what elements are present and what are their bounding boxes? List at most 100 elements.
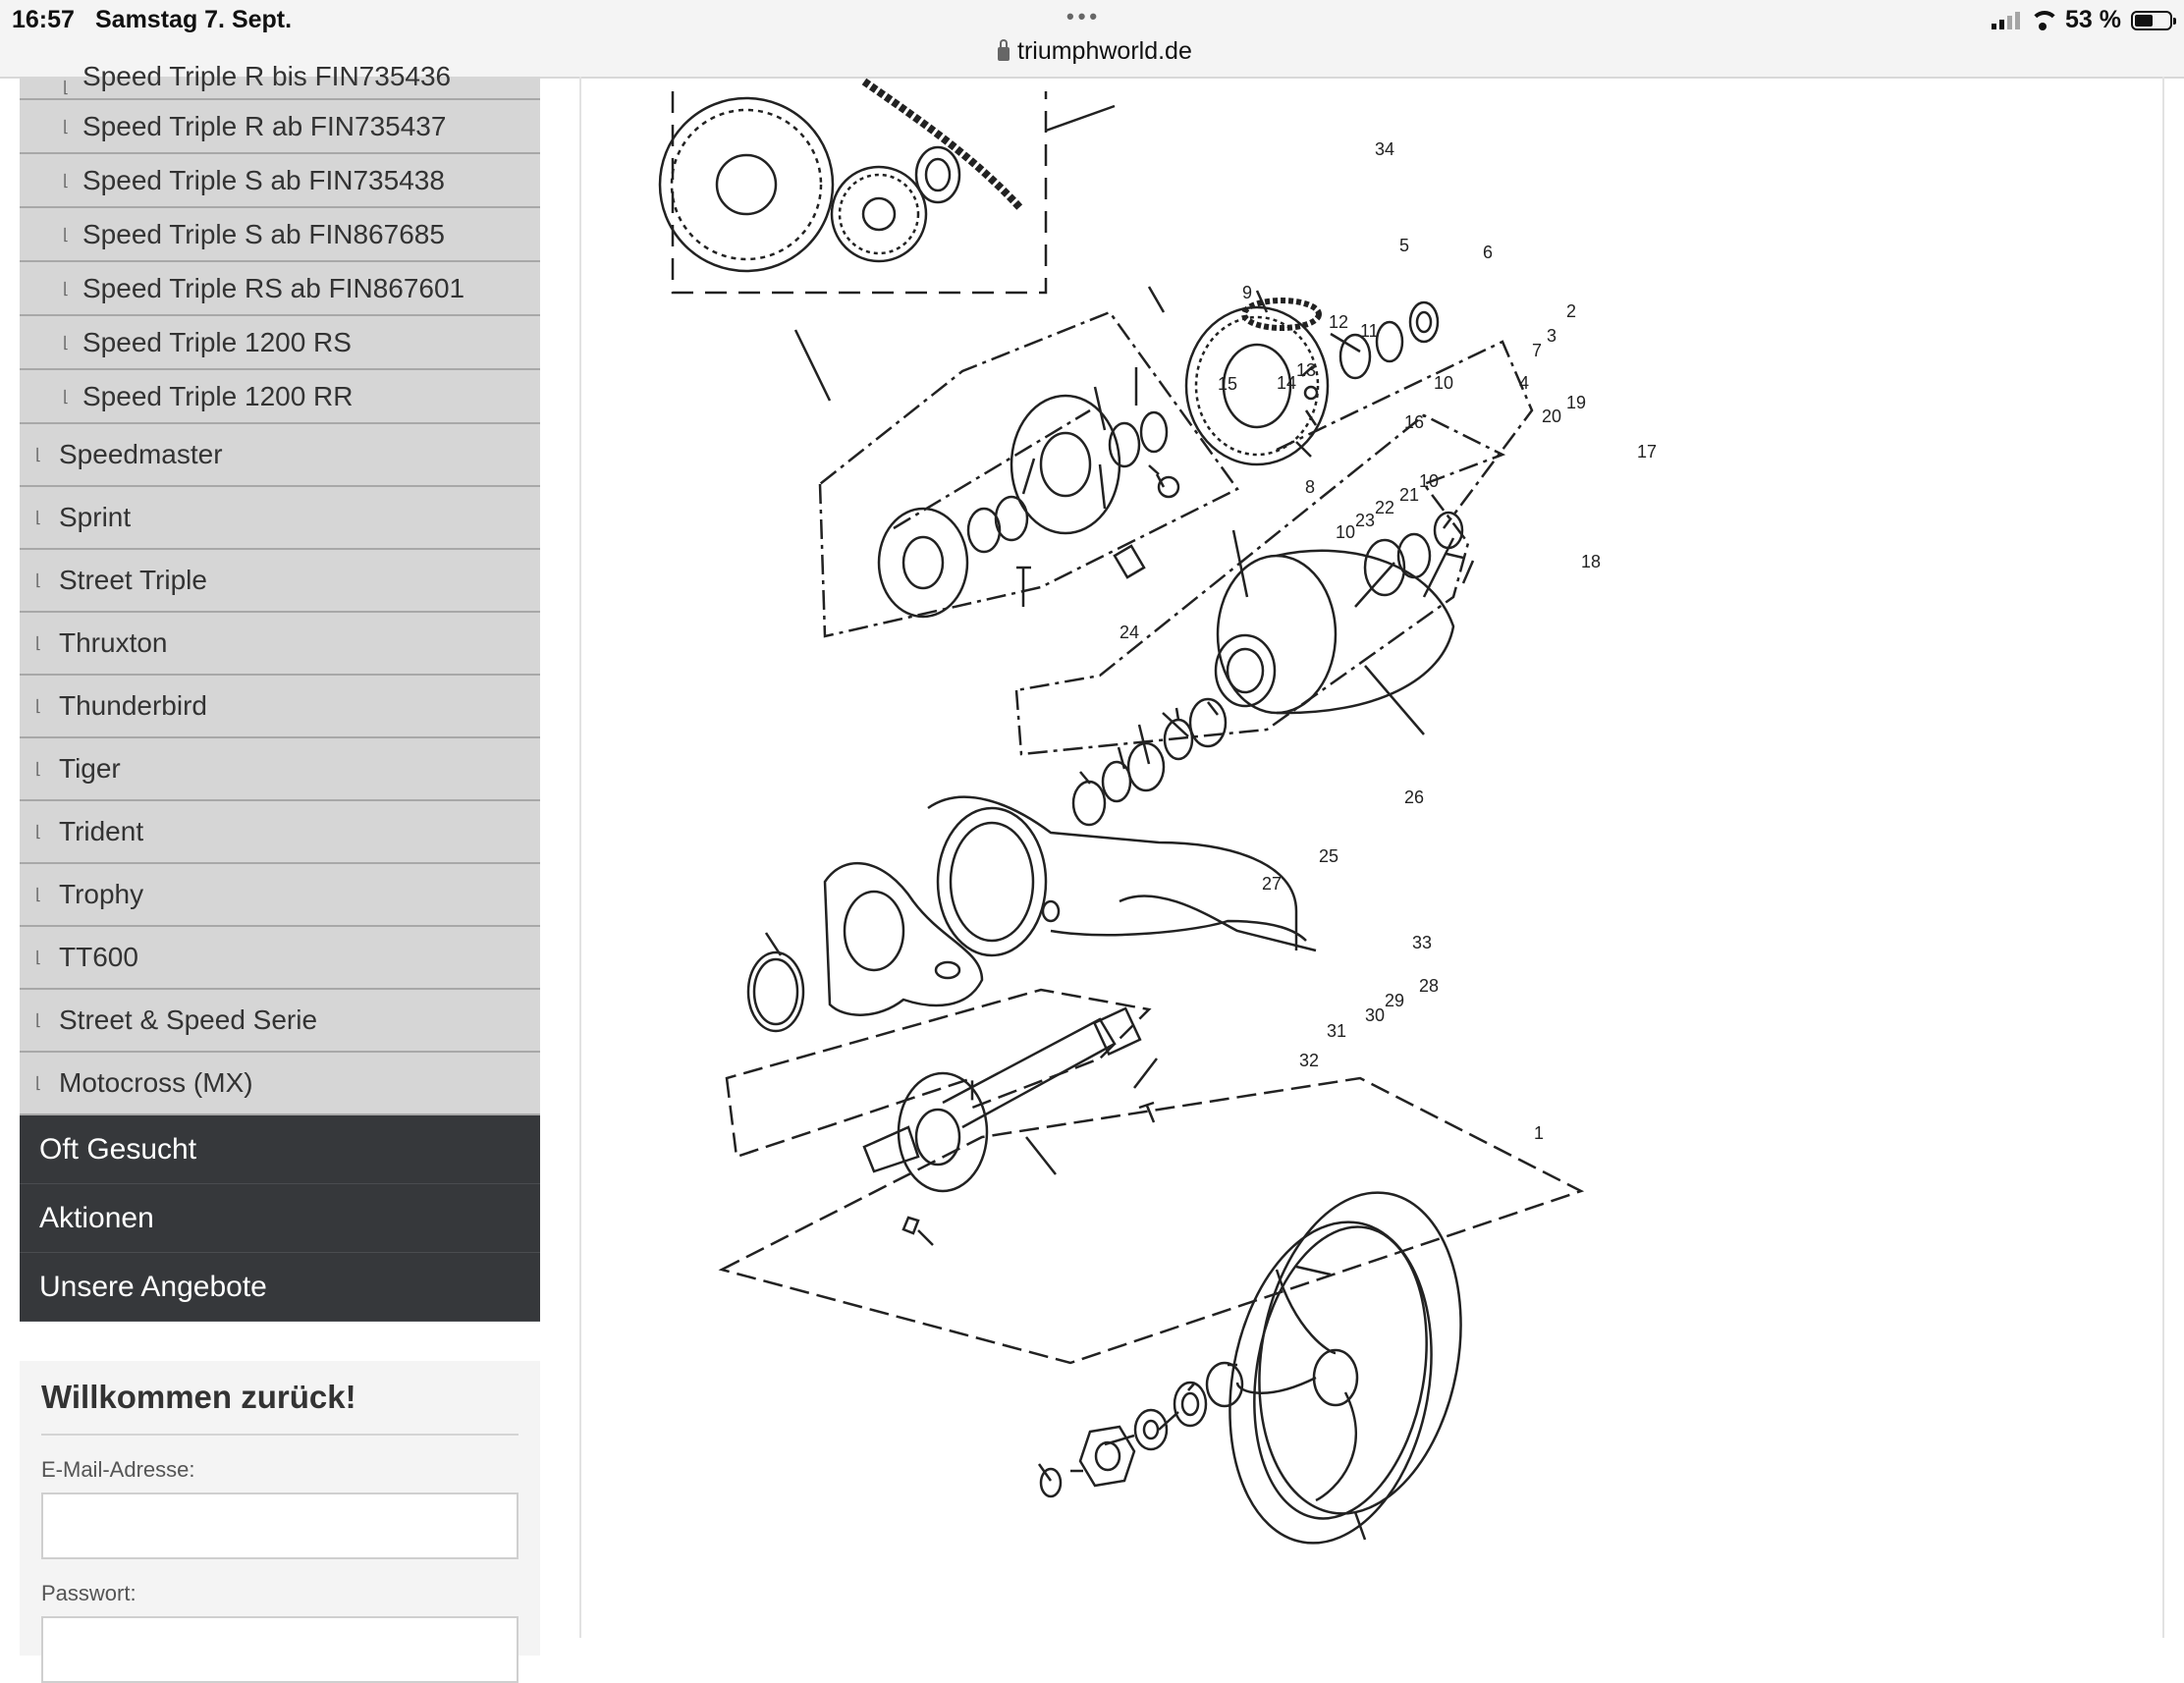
category-item[interactable]: ⌊ Thruxton [20,613,540,676]
special-menu-item[interactable]: Unsere Angebote [20,1253,540,1322]
address-bar[interactable]: triumphworld.de [998,37,1192,66]
content-right-border [2162,77,2164,1638]
part-number-label: 7 [1532,341,1542,360]
part-number-label: 2 [1566,301,1576,321]
date: Samstag 7. Sept. [95,6,293,33]
part-number-label: 10 [1434,373,1453,393]
login-title: Willkommen zurück! [41,1379,519,1436]
sub-category-item[interactable]: ⌊ Speed Triple 1200 RS [20,316,540,370]
category-item[interactable]: ⌊Trident [20,801,540,864]
category-item[interactable]: ⌊Sprint [20,487,540,550]
part-number-label: 15 [1218,374,1237,394]
more-dots-icon[interactable]: ••• [1066,4,1102,28]
sub-category-label: Speed Triple RS ab FIN867601 [82,272,465,303]
category-label: Sprint [59,502,132,532]
signal-icon [1992,11,2021,29]
tree-branch-icon: ⌊ [63,388,70,406]
part-number-label: 23 [1355,511,1375,530]
part-number-label: 10 [1336,522,1355,542]
login-box: Willkommen zurück! E-Mail-Adresse: Passw… [20,1361,540,1683]
part-number-label: 29 [1385,991,1404,1010]
category-label: Thunderbird [59,690,207,721]
tree-branch-icon: ⌊ [63,334,70,352]
password-label: Passwort: [41,1581,136,1605]
tree-branch-icon: ⌊ [35,950,42,966]
part-number-label: 26 [1404,787,1424,807]
category-item[interactable]: ⌊ Street & Speed Serie [20,990,540,1053]
category-item[interactable]: ⌊ Trophy [20,864,540,927]
category-label: Motocross (MX) [59,1067,253,1098]
part-number-label: 11 [1360,321,1379,341]
tree-branch-icon: ⌊ [35,447,42,463]
part-number-label: 17 [1637,442,1657,461]
lock-icon [998,38,1010,61]
tree-branch-icon: ⌊ [35,824,42,841]
sub-category-label: Speed Triple R bis FIN735436 [82,61,452,91]
email-field[interactable] [41,1493,519,1559]
part-number-label: 16 [1404,412,1424,432]
part-number-label: 3 [1547,326,1556,346]
part-number-label: 25 [1319,846,1338,866]
part-number-label: 5 [1399,236,1409,255]
part-number-label: 30 [1365,1005,1385,1025]
tree-branch-icon: ⌊ [35,761,42,778]
part-number-label: 4 [1519,373,1529,393]
sub-category-item[interactable]: ⌊Speed Triple S ab FIN735438 [20,154,540,208]
url-text: triumphworld.de [1017,37,1192,65]
category-label: Trophy [59,879,144,909]
exploded-view-drawing: 3456237491211101514131682019171021222310… [658,78,1657,1545]
part-number-label: 6 [1483,243,1493,262]
tree-branch-icon: ⌊ [35,698,42,715]
part-number-label: 34 [1375,139,1394,159]
category-item[interactable]: ⌊ Street Triple [20,550,540,613]
sub-category-item[interactable]: ⌊ Speed Triple S ab FIN867685 [20,208,540,262]
part-number-label: 31 [1327,1021,1346,1041]
status-indicators: 53 % [1992,6,2176,34]
battery-icon [2131,10,2176,30]
sub-category-label: Speed Triple S ab FIN735438 [82,164,445,195]
category-label: Tiger [59,753,121,784]
category-list: ⌊Speedmaster⌊Sprint⌊Street Triple⌊Thruxt… [20,424,540,1115]
category-label: TT600 [59,942,138,972]
tree-branch-icon: ⌊ [35,887,42,903]
part-number-label: 12 [1329,312,1348,332]
sub-category-label: Speed Triple 1200 RR [82,380,354,411]
tree-branch-icon: ⌊ [35,1012,42,1029]
part-number-label: 20 [1542,407,1561,426]
part-number-label: 9 [1242,283,1252,302]
category-item[interactable]: ⌊ Tiger [20,738,540,801]
sub-category-label: Speed Triple S ab FIN867685 [82,218,445,249]
part-number-label: 19 [1566,393,1586,412]
category-item[interactable]: ⌊Motocross (MX) [20,1053,540,1115]
special-menu-item[interactable]: Aktionen [20,1184,540,1253]
category-item[interactable]: ⌊ Thunderbird [20,676,540,738]
password-field[interactable] [41,1616,519,1683]
email-label: E-Mail-Adresse: [41,1457,195,1482]
category-label: Thruxton [59,627,168,658]
category-item[interactable]: ⌊ TT600 [20,927,540,990]
tree-branch-icon: ⌊ [35,572,42,589]
clock: 16:57 [12,6,75,33]
sub-category-item[interactable]: ⌊Speed Triple R bis FIN735436 [20,61,540,100]
content-divider [579,77,581,1638]
tree-branch-icon: ⌊ [35,635,42,652]
tree-branch-icon: ⌊ [63,280,70,298]
battery-percent: 53 % [2065,6,2121,33]
sub-category-label: Speed Triple 1200 RS [82,326,352,357]
sub-category-item[interactable]: ⌊ Speed Triple RS ab FIN867601 [20,262,540,316]
tree-branch-icon: ⌊ [63,226,70,244]
category-label: Street Triple [59,565,207,595]
status-bar: 16:57 Samstag 7. Sept. ••• triumphworld.… [0,0,2184,79]
category-label: Street & Speed Serie [59,1004,318,1035]
part-number-label: 32 [1299,1051,1319,1070]
special-menu-item[interactable]: Oft Gesucht [20,1115,540,1184]
part-number-label: 22 [1375,498,1394,517]
category-item[interactable]: ⌊Speedmaster [20,424,540,487]
sub-category-item[interactable]: ⌊ Speed Triple 1200 RR [20,370,540,424]
sub-category-item[interactable]: ⌊Speed Triple R ab FIN735437 [20,100,540,154]
tree-branch-icon: ⌊ [63,118,70,136]
part-number-label: 1 [1534,1123,1544,1143]
